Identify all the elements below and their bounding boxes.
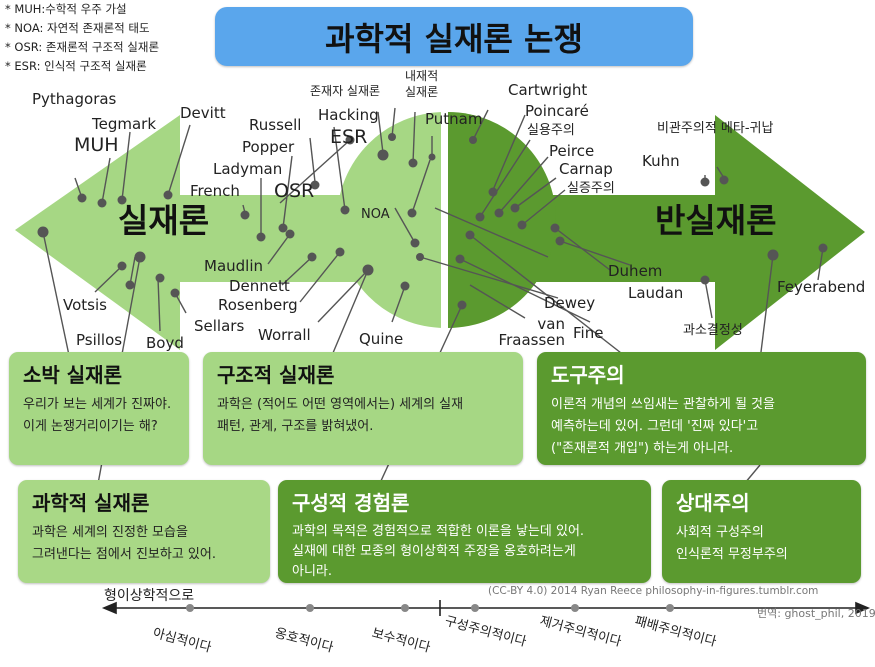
name-internal-realism: 내재적 실재론 xyxy=(405,69,439,99)
name-devitt: Devitt xyxy=(180,104,226,122)
credit: (CC-BY 4.0) 2014 Ryan Reece philosophy-i… xyxy=(488,585,819,597)
box-text: 과학의 목적은 경험적으로 적합한 이론을 낳는데 있어. 실재에 대한 모종의… xyxy=(292,524,585,579)
name-poincare: Poincaré xyxy=(525,102,589,120)
name-fine: Fine xyxy=(573,324,604,342)
instrumentalism-box: 도구주의 이론적 개념의 쓰임새는 관찰하게 될 것을 예측하는데 있어. 그런… xyxy=(537,352,866,465)
box-title: 과학적 실재론 xyxy=(32,491,150,515)
name-muh: MUH xyxy=(74,134,119,156)
name-pragmatism: 실용주의 xyxy=(527,123,575,138)
name-laudan: Laudan xyxy=(628,284,684,302)
name-van-fraassen: van Fraassen xyxy=(498,315,565,349)
name-boyd: Boyd xyxy=(146,334,184,352)
name-worrall: Worrall xyxy=(258,326,311,344)
name-kuhn: Kuhn xyxy=(642,152,680,170)
name-ladyman: Ladyman xyxy=(213,160,283,178)
axis-label: 형이상학적으로 xyxy=(104,588,195,604)
name-pythagoras: Pythagoras xyxy=(32,90,117,108)
name-cartwright: Cartwright xyxy=(508,81,588,99)
box-text: 사회적 구성주의 인식론적 무정부주의 xyxy=(676,525,788,562)
name-rosenberg: Rosenberg xyxy=(218,296,298,314)
name-tegmark: Tegmark xyxy=(92,115,157,133)
name-hacking: Hacking xyxy=(318,106,379,124)
box-text: 우리가 보는 세계가 진짜야. 이게 논쟁거리이기는 해? xyxy=(23,397,172,434)
legend-item: * MUH:수학적 우주 가설 xyxy=(5,2,127,16)
legend-item: * OSR: 존재론적 구조적 실재론 xyxy=(5,40,160,54)
naive-realism-box: 소박 실재론 우리가 보는 세계가 진짜야. 이게 논쟁거리이기는 해? xyxy=(9,352,189,465)
name-carnap: Carnap xyxy=(559,160,613,178)
legend-item: * ESR: 인식적 구조적 실재론 xyxy=(5,59,147,73)
pointer-lines xyxy=(42,107,824,501)
box-text: 과학은 세계의 진정한 모습을 그려낸다는 점에서 진보하고 있어. xyxy=(32,525,216,562)
constructive-empiricism-box: 구성적 경험론 과학의 목적은 경험적으로 적합한 이론을 낳는데 있어. 실재… xyxy=(278,480,651,583)
name-osr: OSR xyxy=(274,180,315,202)
name-psillos: Psillos xyxy=(76,331,123,349)
realism-label: 실재론 xyxy=(118,201,210,240)
noa-label: NOA xyxy=(361,207,390,222)
realism-arrow xyxy=(15,115,445,350)
box-text: 과학은 (적어도 어떤 영역에서는) 세계의 실재 패턴, 관계, 구조를 밝혀… xyxy=(217,397,464,434)
name-putnam: Putnam xyxy=(425,110,483,128)
box-title: 구성적 경험론 xyxy=(292,491,410,515)
name-maudlin: Maudlin xyxy=(204,257,264,275)
legend-item: * NOA: 자연적 존재론적 태도 xyxy=(5,21,150,35)
name-duhem: Duhem xyxy=(608,262,663,280)
name-positivism: 실증주의 xyxy=(567,181,615,196)
name-metainduction: 비관주의적 메타-귀납 xyxy=(657,121,774,136)
relativism-box: 상대주의 사회적 구성주의 인식론적 무정부주의 xyxy=(662,480,861,583)
name-entity-realism: 존재자 실재론 xyxy=(310,84,381,98)
name-russell: Russell xyxy=(249,116,302,134)
axis-dots xyxy=(186,604,674,612)
structural-realism-box: 구조적 실재론 과학은 (적어도 어떤 영역에서는) 세계의 실재 패턴, 관계… xyxy=(203,352,523,465)
box-text: 이론적 개념의 쓰임새는 관찰하게 될 것을 예측하는데 있어. 그런데 '진짜… xyxy=(551,397,775,456)
name-votsis: Votsis xyxy=(63,296,107,314)
box-title: 도구주의 xyxy=(551,363,625,387)
name-peirce: Peirce xyxy=(549,142,595,160)
page-title: 과학적 실재론 논쟁 xyxy=(215,7,693,66)
metaphysics-axis xyxy=(101,600,871,616)
name-dewey: Dewey xyxy=(544,294,596,312)
box-title: 소박 실재론 xyxy=(23,363,122,387)
name-quine: Quine xyxy=(359,330,404,348)
name-dennett: Dennett xyxy=(229,277,290,295)
name-popper: Popper xyxy=(242,138,295,156)
name-underdetermination: 과소결정성 xyxy=(683,323,743,338)
anti-realism-arrow xyxy=(540,115,865,350)
pointer-dots xyxy=(37,133,828,310)
name-french: French xyxy=(190,182,240,200)
name-esr: ESR xyxy=(330,126,368,148)
scientific-realism-box: 과학적 실재론 과학은 세계의 진정한 모습을 그려낸다는 점에서 진보하고 있… xyxy=(18,480,270,583)
name-feyerabend: Feyerabend xyxy=(777,278,866,296)
box-title: 구조적 실재론 xyxy=(217,363,335,387)
box-title: 상대주의 xyxy=(676,491,750,515)
legend: * MUH:수학적 우주 가설 * NOA: 자연적 존재론적 태도 * OSR… xyxy=(5,0,159,76)
translator-credit: 번역: ghost_phil, 2019 xyxy=(757,607,875,620)
anti-realism-label: 반실재론 xyxy=(655,201,777,240)
name-sellars: Sellars xyxy=(194,317,245,335)
